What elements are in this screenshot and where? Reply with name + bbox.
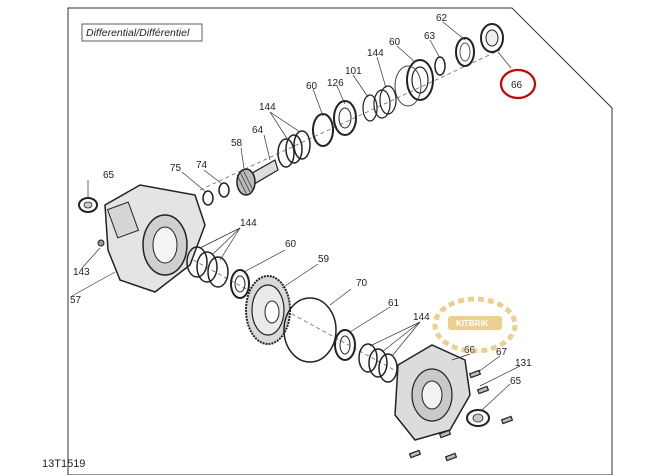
label-126: 126 [327,78,344,89]
label-75: 75 [170,163,182,174]
label-144-middle: 144 [259,102,276,113]
bearing-61 [334,329,356,361]
title-box [81,23,203,42]
label-66-highlighted: 66 [511,80,523,91]
watermark-text: KITBRIK [456,319,489,328]
drawing-code: 13T1519 [42,458,85,470]
label-64: 64 [252,125,264,136]
label-70: 70 [356,278,368,289]
diagram-title: Differential/Différentiel [86,27,190,39]
label-66-cover: 66 [464,345,476,356]
cover-housing [394,344,471,441]
label-60-upper: 60 [389,37,401,48]
label-101: 101 [345,66,362,77]
o-ring-70 [283,297,337,363]
ring-gear-59 [245,275,291,345]
label-143: 143 [73,267,90,278]
label-63: 63 [424,31,436,42]
label-65-right: 65 [510,376,522,387]
leader-lines [71,21,521,411]
bearing-126 [333,100,357,136]
label-62: 62 [436,13,448,24]
label-144-upper: 144 [367,48,384,59]
ring-101 [362,94,378,122]
seal-65-right [466,409,490,427]
label-131: 131 [515,358,532,369]
pinion-gear-58 [236,159,279,196]
ring-62 [455,37,475,67]
label-144-lower: 144 [240,218,257,229]
shims-144-upper [373,85,397,119]
label-74: 74 [196,160,208,171]
shims-144-lower [186,246,229,288]
label-65-left: 65 [103,170,115,181]
seal-66 [480,23,504,53]
shims-144-middle [277,130,311,168]
bearing-60-upper [394,59,434,107]
seal-65-left [78,197,98,213]
label-144-right: 144 [413,312,430,323]
label-60-lower: 60 [285,239,297,250]
housing-57 [104,184,206,293]
watermark-logo: KITBRIK [432,296,518,354]
label-61: 61 [388,298,400,309]
bearing-60-middle [312,113,334,147]
leader-66 [497,51,512,69]
label-60-middle: 60 [306,81,318,92]
label-57: 57 [70,295,82,306]
label-67: 67 [496,347,508,358]
bearing-60-lower [230,269,250,299]
part-75 [202,190,214,206]
part-63 [434,56,446,76]
diagram-border [67,7,613,475]
shims-144-right [358,343,398,383]
highlight-circle [499,68,537,100]
bolts-67 [408,369,514,462]
plug-143 [97,239,105,247]
label-59: 59 [318,254,330,265]
part-74 [218,182,230,198]
label-58: 58 [231,138,243,149]
